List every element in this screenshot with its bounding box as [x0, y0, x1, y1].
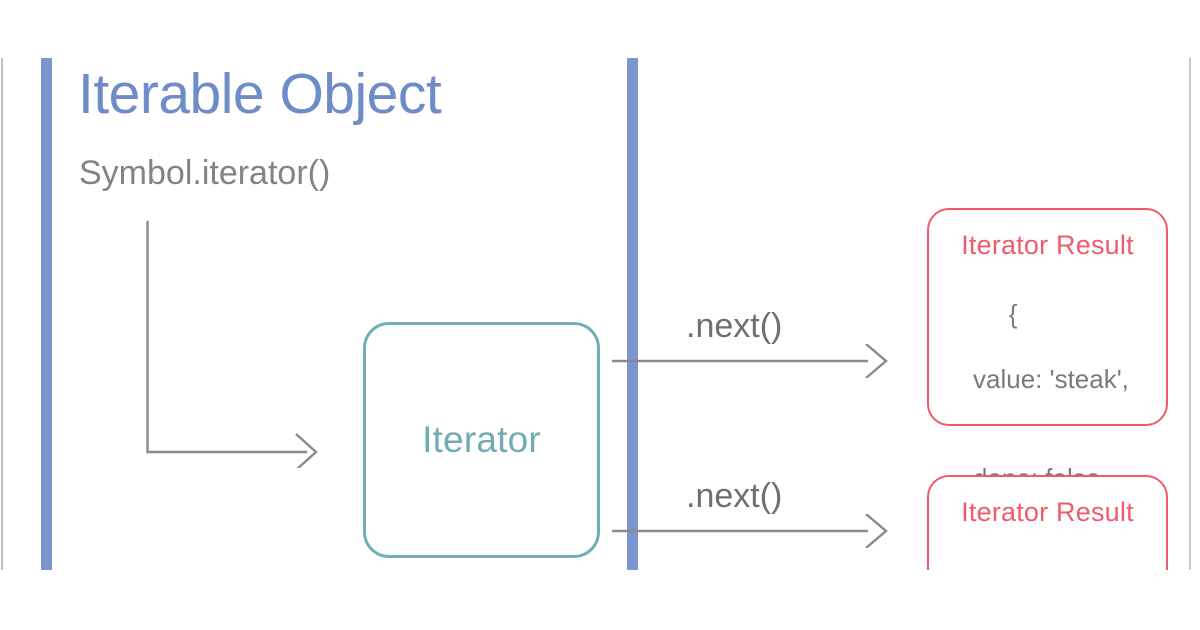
iterator-result-heading-2: Iterator Result [961, 497, 1134, 527]
letterbox-bottom [0, 570, 1200, 630]
next-call-label-2: .next() [686, 477, 783, 515]
result-value-line-1: value: 'steak', [973, 364, 1129, 395]
symbol-iterator-label: Symbol.iterator() [79, 154, 331, 192]
iterator-result-box-1[interactable]: Iterator Result { value: 'steak', done: … [927, 208, 1168, 558]
next-call-arrow-2 [612, 514, 888, 548]
page-title: Iterable Object [78, 62, 442, 126]
result-open-brace-1: { [1008, 298, 1018, 329]
diagram-stage: Iterable Object Symbol.iterator() Iterat… [0, 58, 1200, 570]
iterator-box[interactable]: Iterator [363, 322, 600, 558]
blue-accent-bar-left [41, 58, 52, 570]
next-call-arrow-1 [612, 344, 888, 378]
letterbox-top [0, 0, 1200, 58]
iterator-result-body-2: { [929, 532, 1166, 570]
iterator-result-heading-1: Iterator Result [961, 230, 1134, 260]
slide-right-edge-rule [1189, 58, 1191, 570]
slide-left-edge-rule [1, 58, 3, 570]
next-call-label-1: .next() [686, 307, 783, 345]
iterator-result-box-2[interactable]: Iterator Result { [927, 475, 1168, 570]
blue-accent-bar-middle [627, 58, 638, 570]
result-open-brace-2: { [1009, 566, 1018, 570]
symbol-iterator-connector-arrow [146, 220, 318, 468]
iterator-box-label: Iterator [422, 419, 541, 460]
